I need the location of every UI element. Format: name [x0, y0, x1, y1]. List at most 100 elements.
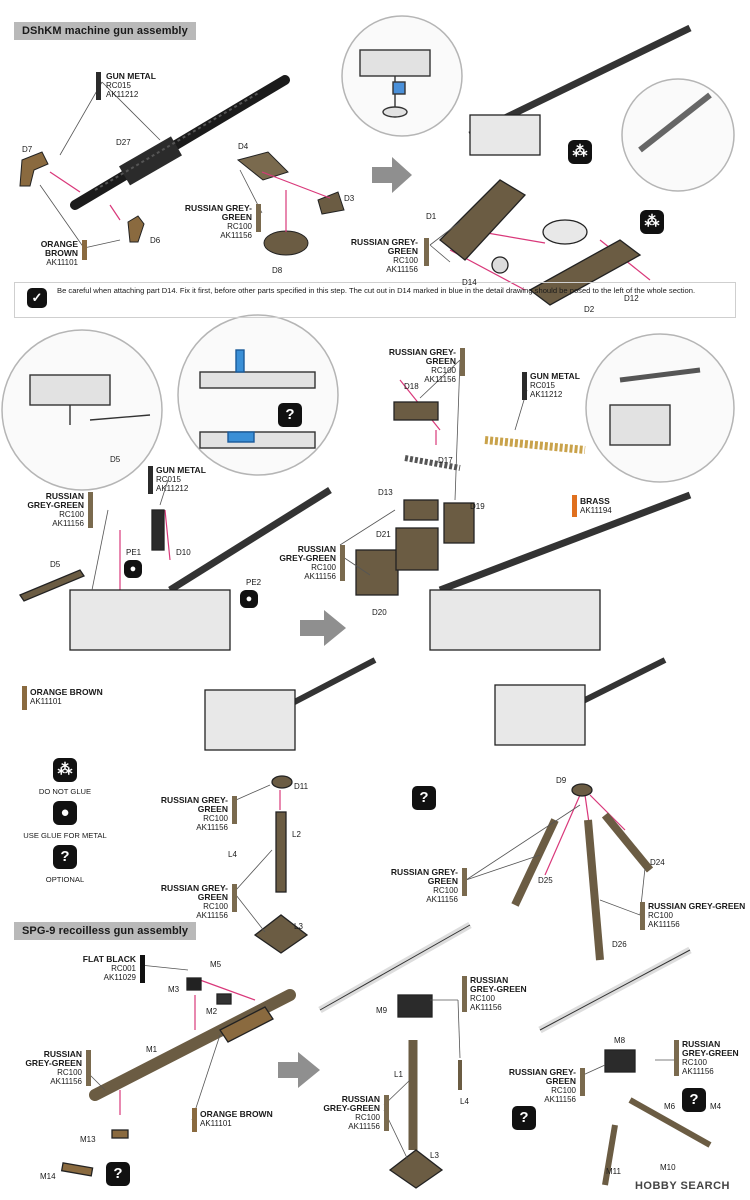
paint-swatch-rgg: [86, 1050, 91, 1086]
part-tag: L3: [294, 922, 303, 931]
part-tag: M5: [210, 960, 222, 969]
assembly-note-text: Be careful when attaching part D14. Fix …: [57, 286, 696, 295]
part-tag: D13: [378, 488, 393, 497]
optional-icon: ?: [512, 1106, 536, 1130]
part-tag: D24: [650, 858, 665, 867]
part-tag: D14: [462, 278, 477, 287]
section-header-spg9: SPG-9 recoilless gun assembly: [14, 922, 197, 940]
part-tag: L4: [460, 1097, 469, 1106]
do-not-glue-icon: ⁂: [568, 140, 592, 164]
part-tag: D5: [110, 455, 121, 464]
glue-metal-icon: ●: [53, 801, 77, 825]
paint-swatch-rgg: [674, 1040, 679, 1076]
section-header-dshkm: DShKM machine gun assembly: [14, 22, 196, 40]
glue-metal-icon: ●: [240, 590, 258, 608]
paint-swatch-gun-metal: [522, 372, 527, 400]
part-tag: M1: [146, 1045, 158, 1054]
part-d8: [263, 230, 309, 256]
paint-swatch-rgg: [256, 204, 261, 232]
paint-swatch-orange-brown: [22, 686, 27, 710]
part-tag: M13: [80, 1135, 96, 1144]
part-tag: D18: [404, 382, 419, 391]
glue-metal-icon: ●: [124, 560, 142, 578]
part-tag: M10: [660, 1163, 676, 1172]
part-tag: M3: [168, 985, 180, 994]
part-tag: D7: [22, 145, 33, 154]
part-tag: D26: [612, 940, 627, 949]
optional-icon: ?: [53, 845, 77, 869]
part-tag: PE1: [126, 548, 142, 557]
part-tag: D17: [438, 456, 453, 465]
paint-swatch-rgg: [232, 796, 237, 824]
part-tag: D25: [538, 876, 553, 885]
part-tag: M9: [376, 1006, 388, 1015]
part-tag: M11: [606, 1167, 621, 1176]
part-tag: M8: [614, 1036, 626, 1045]
paint-swatch-orange-brown: [82, 240, 87, 260]
part-d6: [127, 215, 145, 243]
part-tag: PE2: [246, 578, 262, 587]
part-tag: M4: [710, 1102, 722, 1111]
paint-swatch-rgg: [88, 492, 93, 528]
watermark: HOBBY SEARCH: [634, 1180, 730, 1192]
check-icon: ✓: [27, 288, 47, 308]
paint-swatch-rgg: [462, 976, 467, 1012]
paint-swatch-orange-brown: [192, 1108, 197, 1132]
optional-icon: ?: [106, 1162, 130, 1186]
dshkm-assembly-step2: [19, 401, 692, 651]
part-tag: M6: [664, 1102, 676, 1111]
paint-swatch-rgg: [462, 868, 467, 896]
part-tag: D21: [376, 530, 391, 539]
part-tag: D1: [426, 212, 437, 221]
part-tag: D3: [344, 194, 355, 203]
part-tag: M14: [40, 1172, 56, 1181]
paint-swatch-rgg: [340, 545, 345, 581]
part-tag: D9: [556, 776, 567, 785]
paint-swatch-brass: [572, 495, 577, 517]
paint-swatch-rgg: [384, 1095, 389, 1131]
spg9-assembly: [60, 921, 712, 1189]
part-tag: D20: [372, 608, 387, 617]
part-tag: D10: [176, 548, 191, 557]
assembly-note: ✓ Be careful when attaching part D14. Fi…: [14, 282, 736, 318]
paint-swatch-gun-metal: [96, 72, 101, 100]
part-d3: [317, 191, 345, 215]
paint-swatch-rgg: [424, 238, 429, 266]
part-tag: L4: [228, 850, 237, 859]
part-tag: M2: [206, 1007, 218, 1016]
paint-swatch-rgg: [640, 902, 645, 930]
part-tag: D5: [50, 560, 61, 569]
legend-optional: OPTIONAL: [45, 875, 85, 884]
part-tag: D12: [624, 294, 639, 303]
dshkm-barrel-part: [70, 75, 290, 210]
legend-do-not-glue: DO NOT GLUE: [38, 787, 92, 796]
optional-icon: ?: [682, 1088, 706, 1112]
part-tag: D19: [470, 502, 485, 511]
paint-swatch-flat-black: [140, 955, 145, 983]
optional-icon: ?: [412, 786, 436, 810]
part-d7: [19, 151, 49, 187]
paint-swatch-rgg: [460, 348, 465, 376]
part-tag: D6: [150, 236, 161, 245]
part-tag: D27: [116, 138, 131, 147]
detail-circles: [1, 15, 735, 491]
part-tag: D11: [294, 782, 309, 791]
part-tag: D8: [272, 266, 283, 275]
